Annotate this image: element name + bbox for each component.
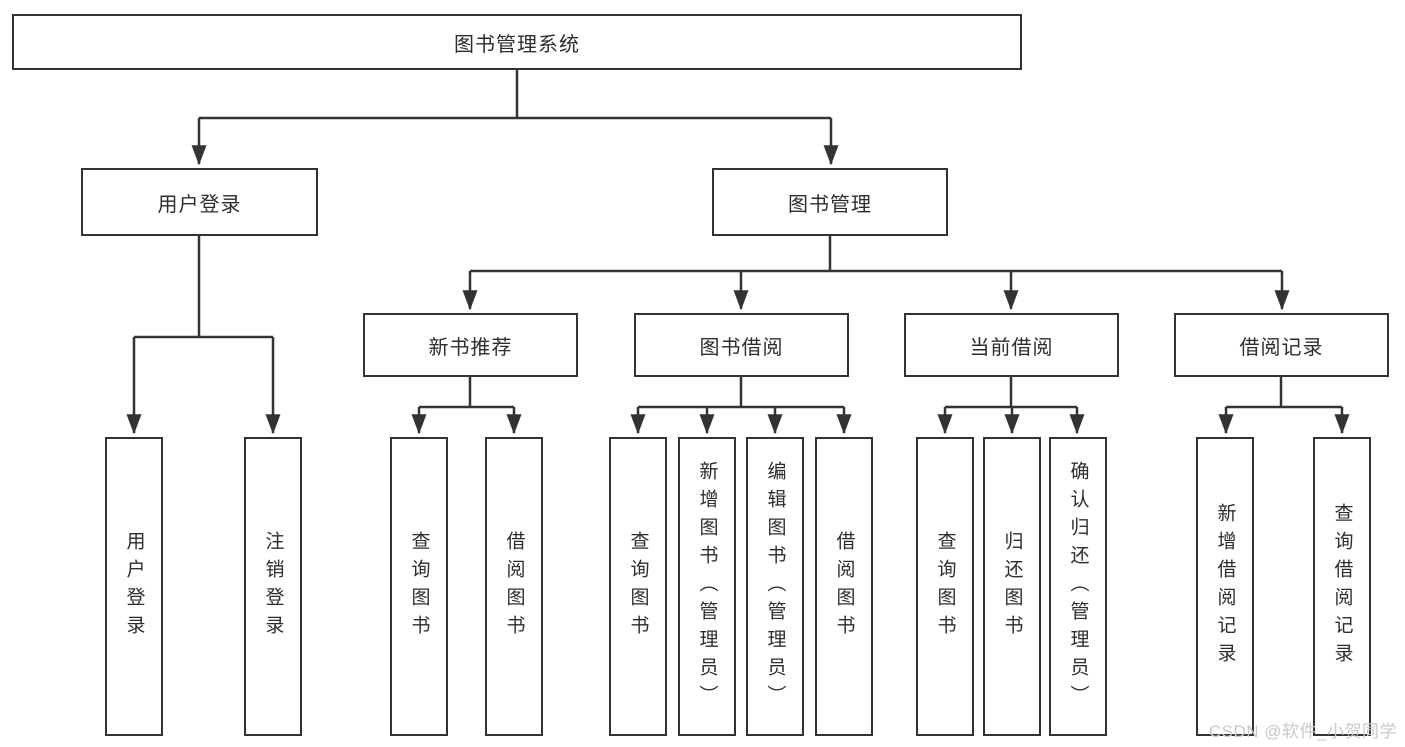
- node-new-book-recommend-label: 新书推荐: [428, 336, 513, 359]
- node-book-borrow-label: 图书借阅: [699, 336, 784, 359]
- leaf-current-return: 归还图书: [983, 437, 1041, 736]
- leaf-user-login: 用户登录: [105, 437, 163, 736]
- leaf-borrow-query: 查询图书: [609, 437, 667, 736]
- leaf-record-add-label: 新增借阅记录: [1214, 502, 1236, 671]
- leaf-current-return-label: 归还图书: [1001, 530, 1023, 643]
- node-user-login: 用户登录: [81, 168, 318, 236]
- leaf-record-add: 新增借阅记录: [1196, 437, 1254, 736]
- node-book-management-label: 图书管理: [788, 193, 872, 216]
- leaf-newbook-query: 查询图书: [390, 437, 448, 736]
- leaf-newbook-borrow-label: 借阅图书: [503, 530, 525, 643]
- leaf-record-query: 查询借阅记录: [1313, 437, 1371, 736]
- leaf-user-login-label: 用户登录: [123, 530, 145, 643]
- node-borrow-record-label: 借阅记录: [1239, 336, 1324, 359]
- leaf-logout: 注销登录: [244, 437, 302, 736]
- leaf-record-query-label: 查询借阅记录: [1331, 502, 1353, 671]
- leaf-newbook-borrow: 借阅图书: [485, 437, 543, 736]
- leaf-borrow-borrow: 借阅图书: [815, 437, 873, 736]
- leaf-current-confirm-admin: 确认归还（管理员）: [1049, 437, 1107, 736]
- node-book-borrow: 图书借阅: [634, 313, 849, 377]
- leaf-current-query: 查询图书: [916, 437, 974, 736]
- node-root: 图书管理系统: [12, 14, 1022, 70]
- leaf-current-query-label: 查询图书: [934, 530, 956, 643]
- leaf-current-confirm-admin-label: 确认归还（管理员）: [1067, 460, 1089, 713]
- node-root-label: 图书管理系统: [454, 33, 580, 56]
- node-user-login-label: 用户登录: [157, 193, 242, 216]
- node-new-book-recommend: 新书推荐: [363, 313, 578, 377]
- leaf-borrow-borrow-label: 借阅图书: [833, 530, 855, 643]
- leaf-newbook-query-label: 查询图书: [408, 530, 430, 643]
- leaf-borrow-edit-admin-label: 编辑图书（管理员）: [764, 460, 786, 713]
- leaf-borrow-add-admin: 新增图书（管理员）: [678, 437, 736, 736]
- leaf-borrow-query-label: 查询图书: [627, 530, 649, 643]
- node-current-borrow-label: 当前借阅: [969, 336, 1054, 359]
- leaf-borrow-edit-admin: 编辑图书（管理员）: [746, 437, 804, 736]
- node-borrow-record: 借阅记录: [1174, 313, 1389, 377]
- node-current-borrow: 当前借阅: [904, 313, 1119, 377]
- node-book-management: 图书管理: [712, 168, 948, 236]
- csdn-watermark: CSDN @软件_小贺同学: [1208, 722, 1397, 741]
- leaf-borrow-add-admin-label: 新增图书（管理员）: [696, 460, 718, 713]
- leaf-logout-label: 注销登录: [262, 530, 284, 643]
